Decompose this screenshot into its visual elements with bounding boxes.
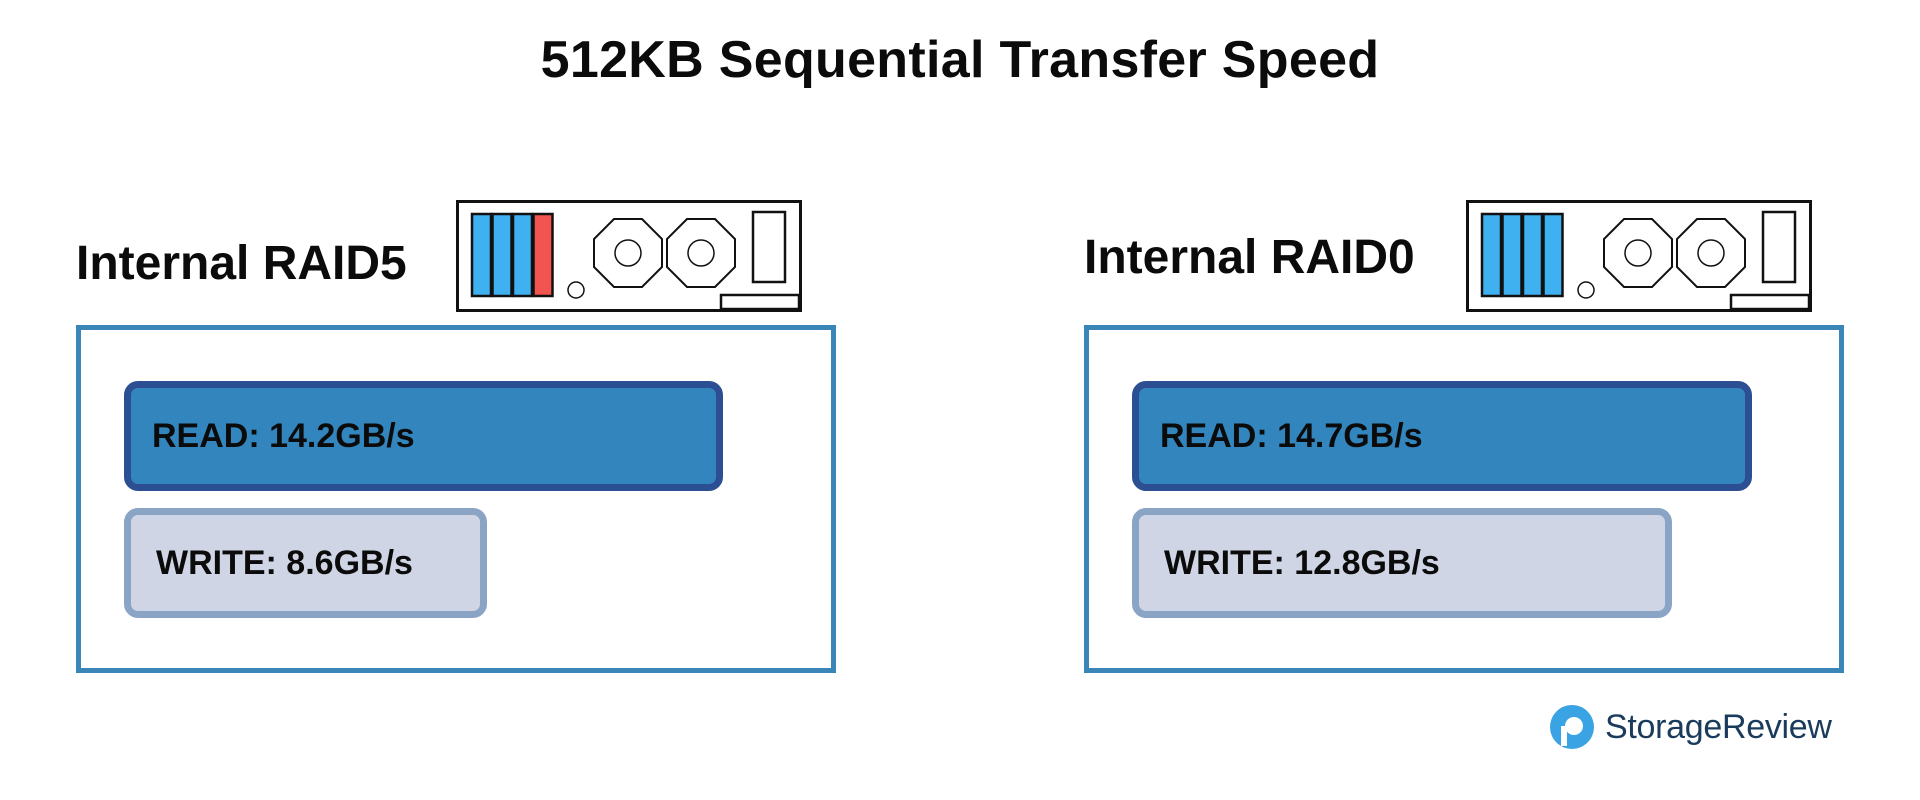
drive-bay <box>511 212 534 298</box>
drive-bay <box>1521 212 1544 298</box>
server-device-icon <box>456 200 802 312</box>
fan-hub <box>687 239 715 267</box>
led-indicator <box>1577 281 1595 299</box>
chart-title: 512KB Sequential Transfer Speed <box>540 31 1380 89</box>
read-bar: READ: 14.2GB/s <box>124 381 723 491</box>
panel-frame <box>1084 325 1844 673</box>
server-device-icon <box>1466 200 1812 312</box>
drive-bay <box>1480 212 1503 298</box>
write-bar: WRITE: 12.8GB/s <box>1132 508 1672 618</box>
drive-bay <box>491 212 513 298</box>
panel-raid0: Internal RAID0 READ: 14.7GB/s WRITE: 12.… <box>1008 0 1920 800</box>
read-bar-label: READ: 14.2GB/s <box>152 416 415 455</box>
panel-label: Internal RAID5 <box>76 237 407 290</box>
drive-bay <box>1501 212 1523 298</box>
psu-slot <box>1761 210 1797 284</box>
write-bar-label: WRITE: 12.8GB/s <box>1164 543 1440 582</box>
write-bar-label: WRITE: 8.6GB/s <box>156 543 413 582</box>
fan-hub <box>614 239 642 267</box>
rear-port <box>1729 293 1811 311</box>
read-bar-label: READ: 14.7GB/s <box>1160 416 1423 455</box>
led-indicator <box>567 281 585 299</box>
logo-text: StorageReview <box>1605 707 1832 746</box>
panel-raid5: Internal RAID5 READ: 14.2GB/s WRITE: 8.6… <box>76 200 836 673</box>
psu-slot <box>751 210 787 284</box>
write-bar: WRITE: 8.6GB/s <box>124 508 487 618</box>
rear-port <box>719 293 801 311</box>
storagereview-logo-icon <box>1550 705 1594 749</box>
drive-bay <box>1542 212 1564 298</box>
panel-label: Internal RAID0 <box>1084 231 1415 284</box>
storagereview-logo: StorageReview <box>1549 704 1832 750</box>
read-bar: READ: 14.7GB/s <box>1132 381 1752 491</box>
fan-hub <box>1624 239 1652 267</box>
drive-bay-failed <box>532 212 554 298</box>
panel-frame <box>76 325 836 673</box>
drive-bay <box>470 212 493 298</box>
fan-hub <box>1697 239 1725 267</box>
